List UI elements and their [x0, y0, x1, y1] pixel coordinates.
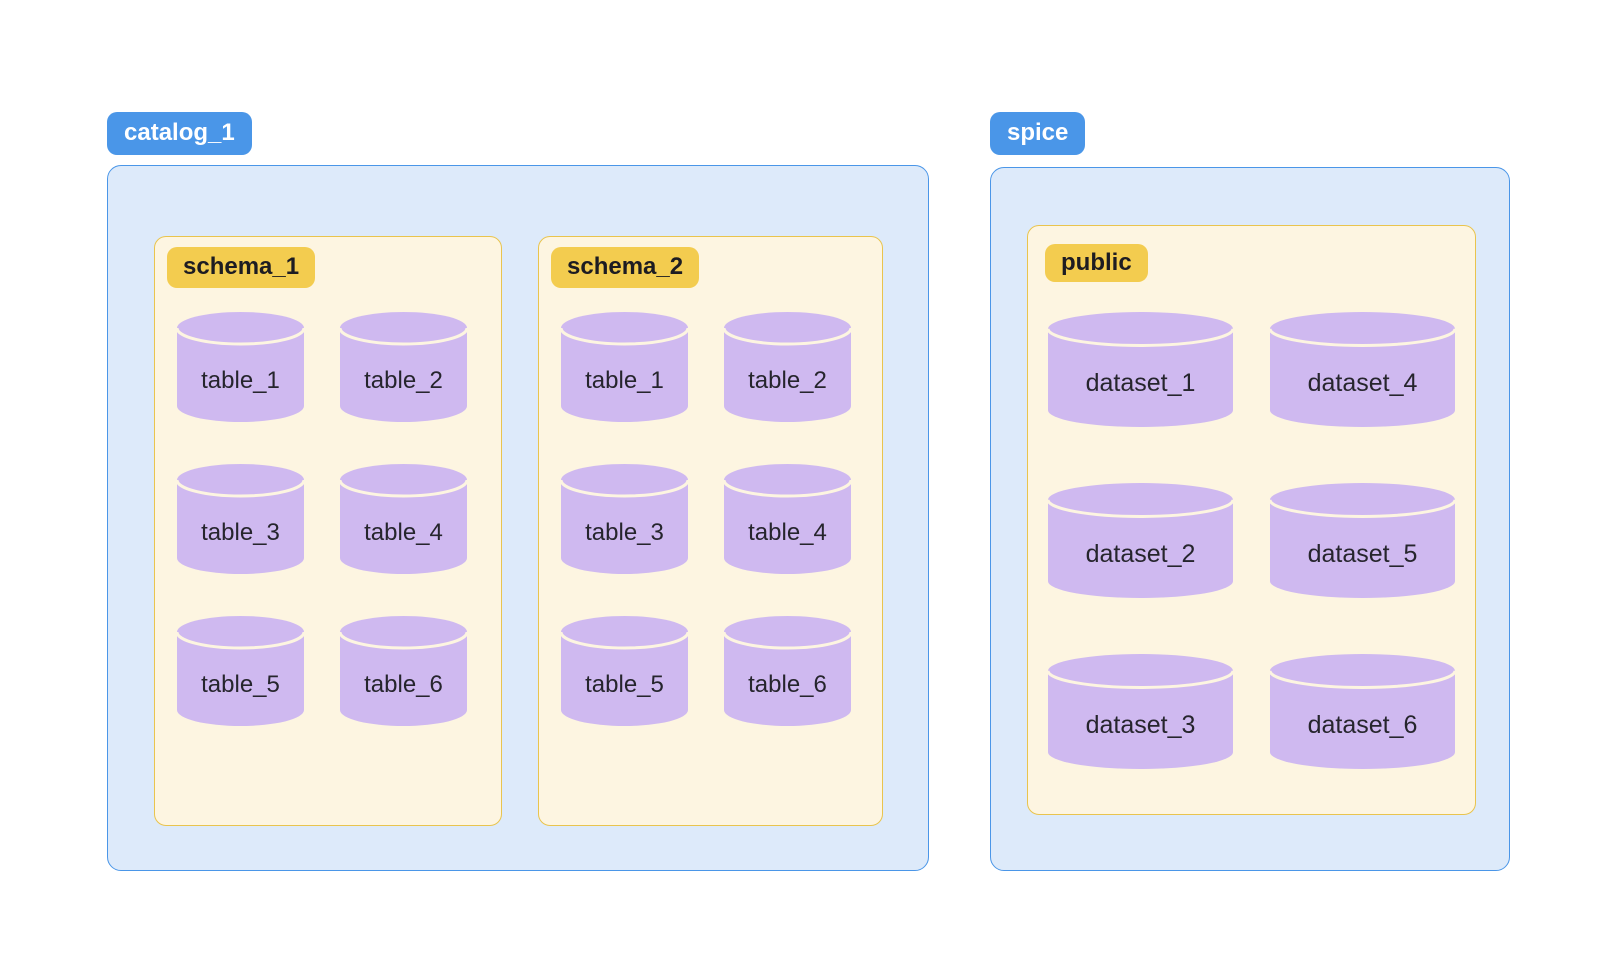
database-cylinder-icon	[1270, 312, 1455, 427]
table-name: table_1	[585, 367, 664, 394]
catalog-box: public dataset_1 dataset_2 dataset_3	[990, 167, 1510, 871]
catalog-group-catalog-1: catalog_1 schema_1 table_1 table_2 tabl	[107, 112, 929, 871]
schema-label-pill: schema_2	[551, 247, 700, 288]
catalog-box: schema_1 table_1 table_2 table_3	[107, 165, 929, 871]
table-name: table_5	[201, 671, 280, 698]
dataset-grid: dataset_1 dataset_2 dataset_3 dataset_4	[1048, 312, 1475, 769]
schema-box-schema-2: schema_2 table_1 table_2 table_3	[538, 236, 883, 826]
database-cylinder-icon	[724, 464, 851, 574]
dataset-name: dataset_5	[1307, 540, 1418, 568]
database-cylinder-icon	[340, 616, 467, 726]
dataset-cylinder: dataset_2	[1048, 483, 1233, 598]
table-cylinder: table_2	[724, 312, 851, 422]
database-cylinder-icon	[724, 312, 851, 422]
dataset-cylinder: dataset_5	[1270, 483, 1455, 598]
database-cylinder-icon	[1048, 483, 1233, 598]
database-cylinder-icon	[177, 616, 304, 726]
table-grid: table_1 table_2 table_3 table_4	[177, 312, 501, 726]
table-cylinder: table_4	[724, 464, 851, 574]
dataset-name: dataset_2	[1085, 540, 1196, 568]
schema-label-pill: schema_1	[167, 247, 316, 288]
table-name: table_4	[364, 519, 443, 546]
table-name: table_6	[748, 671, 827, 698]
table-name: table_3	[201, 519, 280, 546]
dataset-name: dataset_1	[1085, 369, 1196, 397]
database-cylinder-icon	[1048, 312, 1233, 427]
table-cylinder: table_1	[177, 312, 304, 422]
table-cylinder: table_4	[340, 464, 467, 574]
table-cylinder: table_3	[561, 464, 688, 574]
database-cylinder-icon	[1048, 654, 1233, 769]
table-cylinder: table_6	[724, 616, 851, 726]
schema-label-pill: public	[1045, 244, 1148, 282]
table-name: table_2	[748, 367, 827, 394]
table-grid: table_1 table_2 table_3 table_4	[561, 312, 882, 726]
catalog-group-spice: spice public dataset_1 dataset_2 datase	[990, 112, 1510, 871]
database-cylinder-icon	[340, 464, 467, 574]
database-cylinder-icon	[1270, 483, 1455, 598]
database-cylinder-icon	[724, 616, 851, 726]
table-cylinder: table_5	[561, 616, 688, 726]
database-cylinder-icon	[177, 464, 304, 574]
table-name: table_1	[201, 367, 280, 394]
table-cylinder: table_6	[340, 616, 467, 726]
table-cylinder: table_5	[177, 616, 304, 726]
table-name: table_5	[585, 671, 664, 698]
database-cylinder-icon	[340, 312, 467, 422]
dataset-name: dataset_6	[1307, 711, 1418, 739]
database-cylinder-icon	[561, 464, 688, 574]
catalog-label-pill: spice	[990, 112, 1086, 155]
table-cylinder: table_2	[340, 312, 467, 422]
database-cylinder-icon	[561, 616, 688, 726]
schema-box-public: public dataset_1 dataset_2 dataset_3	[1027, 225, 1476, 815]
table-name: table_4	[748, 519, 827, 546]
table-name: table_2	[364, 367, 443, 394]
dataset-name: dataset_3	[1085, 711, 1196, 739]
catalog-label-pill: catalog_1	[107, 112, 252, 155]
database-cylinder-icon	[561, 312, 688, 422]
dataset-name: dataset_4	[1307, 369, 1418, 397]
table-name: table_3	[585, 519, 664, 546]
table-name: table_6	[364, 671, 443, 698]
dataset-cylinder: dataset_1	[1048, 312, 1233, 427]
table-cylinder: table_3	[177, 464, 304, 574]
database-cylinder-icon	[177, 312, 304, 422]
dataset-cylinder: dataset_4	[1270, 312, 1455, 427]
schema-box-schema-1: schema_1 table_1 table_2 table_3	[154, 236, 502, 826]
database-cylinder-icon	[1270, 654, 1455, 769]
table-cylinder: table_1	[561, 312, 688, 422]
dataset-cylinder: dataset_3	[1048, 654, 1233, 769]
dataset-cylinder: dataset_6	[1270, 654, 1455, 769]
